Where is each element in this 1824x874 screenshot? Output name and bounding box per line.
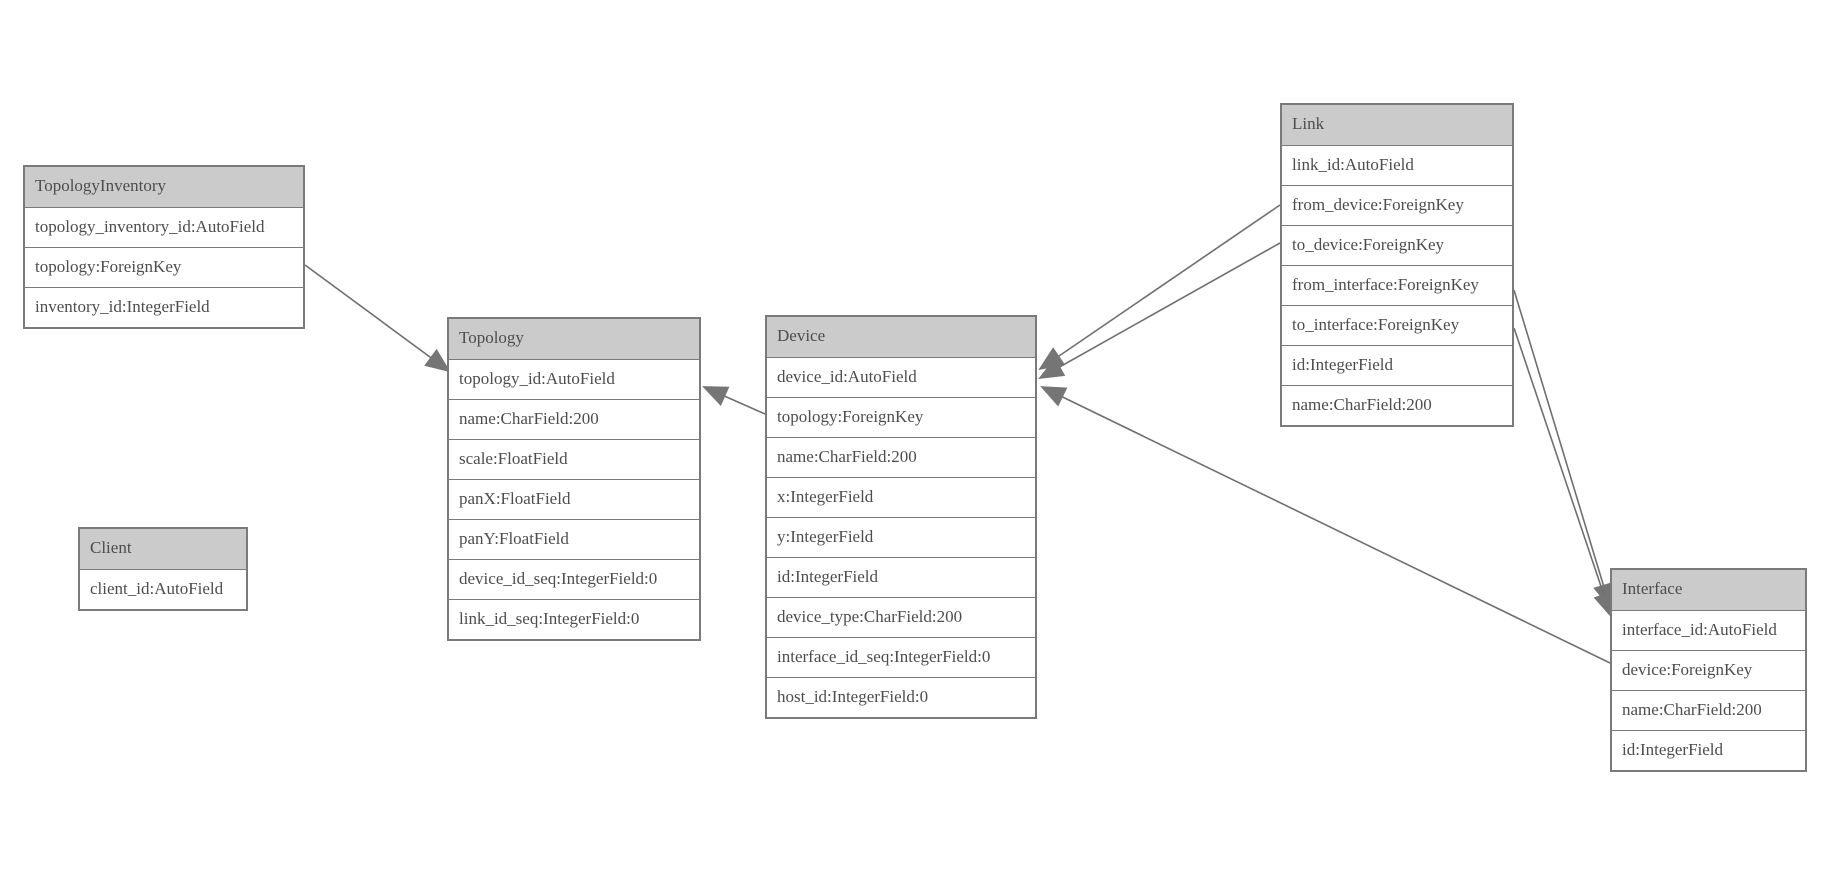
- entity-field: id:IntegerField: [767, 557, 1035, 597]
- entity-field: scale:FloatField: [449, 439, 699, 479]
- entity-field: panX:FloatField: [449, 479, 699, 519]
- entity-field: from_interface:ForeignKey: [1282, 265, 1512, 305]
- entity-field: inventory_id:IntegerField: [25, 287, 303, 327]
- edge-interface-device: [1040, 386, 1611, 664]
- entity-field: link_id_seq:IntegerField:0: [449, 599, 699, 639]
- entity-field: y:IntegerField: [767, 517, 1035, 557]
- entity-field: link_id:AutoField: [1282, 145, 1512, 185]
- entity-field: device_id_seq:IntegerField:0: [449, 559, 699, 599]
- entity-title: Device: [767, 317, 1035, 357]
- edge-link-from-interface-interface: [1513, 289, 1614, 610]
- entity-field: client_id:AutoField: [80, 569, 246, 609]
- entity-field: id:IntegerField: [1282, 345, 1512, 385]
- entity-field: topology_inventory_id:AutoField: [25, 207, 303, 247]
- entity-title: Interface: [1612, 570, 1805, 610]
- entity-field: panY:FloatField: [449, 519, 699, 559]
- edge-link-to-interface-interface: [1513, 327, 1614, 618]
- entity-title: Client: [80, 529, 246, 569]
- entity-field: host_id:IntegerField:0: [767, 677, 1035, 717]
- edge-topologyinventory-topology: [304, 264, 451, 373]
- entity-field: to_interface:ForeignKey: [1282, 305, 1512, 345]
- entity-field: device_type:CharField:200: [767, 597, 1035, 637]
- entity-field: name:CharField:200: [449, 399, 699, 439]
- entity-field: topology:ForeignKey: [25, 247, 303, 287]
- entity-title: TopologyInventory: [25, 167, 303, 207]
- entity-field: topology:ForeignKey: [767, 397, 1035, 437]
- entity-field: interface_id_seq:IntegerField:0: [767, 637, 1035, 677]
- entity-field: topology_id:AutoField: [449, 359, 699, 399]
- entity-field: name:CharField:200: [767, 437, 1035, 477]
- entity-field: device:ForeignKey: [1612, 650, 1805, 690]
- entity-field: to_device:ForeignKey: [1282, 225, 1512, 265]
- edge-link-from-device-device: [1038, 204, 1281, 371]
- entity-title: Link: [1282, 105, 1512, 145]
- entity-title: Topology: [449, 319, 699, 359]
- entity-field: from_device:ForeignKey: [1282, 185, 1512, 225]
- entity-field: device_id:AutoField: [767, 357, 1035, 397]
- entity-field: x:IntegerField: [767, 477, 1035, 517]
- entity-field: name:CharField:200: [1282, 385, 1512, 425]
- entity-field: interface_id:AutoField: [1612, 610, 1805, 650]
- edge-link-to-device-device: [1038, 242, 1281, 380]
- edge-device-topology: [702, 386, 766, 415]
- entity-field: name:CharField:200: [1612, 690, 1805, 730]
- entity-field: id:IntegerField: [1612, 730, 1805, 770]
